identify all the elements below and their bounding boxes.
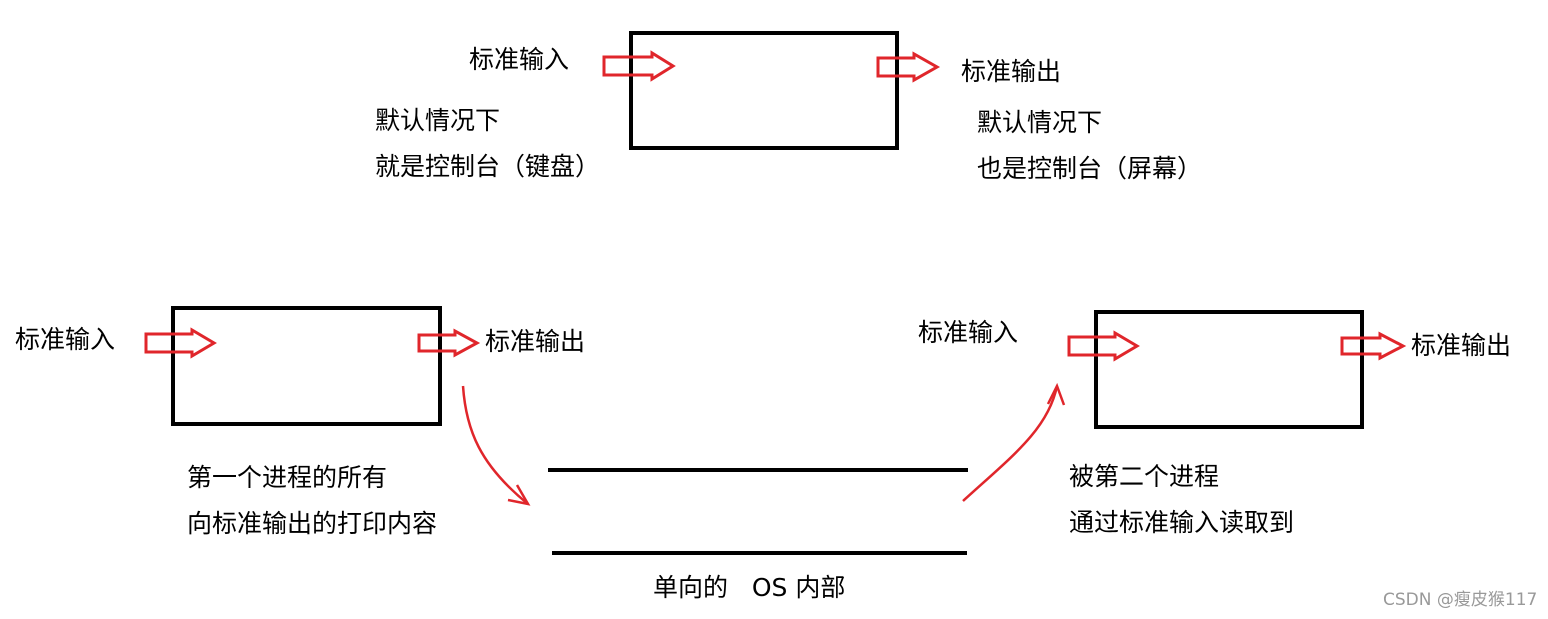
- top-process-box: [629, 31, 899, 150]
- top-input-arrow: [602, 50, 676, 82]
- flow-arrow-out-of-pipe: [962, 385, 1059, 502]
- watermark: CSDN @瘦皮猴117: [1383, 590, 1538, 610]
- top-output-arrow: [876, 51, 941, 83]
- left-output-arrow: [417, 328, 481, 358]
- right-note-line1: 被第二个进程: [1069, 462, 1220, 491]
- flow-arrow-into-pipe-head: [507, 484, 531, 506]
- left-output-label: 标准输出: [485, 327, 586, 356]
- right-note-line2: 通过标准输入读取到: [1069, 508, 1295, 537]
- left-input-arrow: [144, 327, 217, 359]
- right-output-label: 标准输出: [1411, 331, 1512, 360]
- top-output-label: 标准输出: [961, 57, 1062, 86]
- left-note-line2: 向标准输出的打印内容: [187, 509, 438, 538]
- top-output-note-line1: 默认情况下: [977, 108, 1103, 137]
- top-input-note-line1: 默认情况下: [375, 106, 501, 135]
- flow-arrow-out-of-pipe-head: [1046, 382, 1066, 406]
- left-note-line1: 第一个进程的所有: [187, 463, 388, 492]
- right-input-arrow: [1067, 330, 1140, 362]
- right-input-label: 标准输入: [918, 318, 1019, 347]
- right-process-box: [1094, 310, 1364, 429]
- left-input-label: 标准输入: [15, 325, 116, 354]
- top-input-note-line2: 就是控制台（键盘）: [375, 152, 601, 181]
- left-process-box: [171, 306, 442, 426]
- flow-arrow-into-pipe: [461, 385, 529, 505]
- top-output-note-line2: 也是控制台（屏幕）: [977, 154, 1203, 183]
- top-input-label: 标准输入: [469, 45, 570, 74]
- right-output-arrow: [1340, 331, 1407, 361]
- pipe-label: 单向的 OS 内部: [653, 573, 846, 602]
